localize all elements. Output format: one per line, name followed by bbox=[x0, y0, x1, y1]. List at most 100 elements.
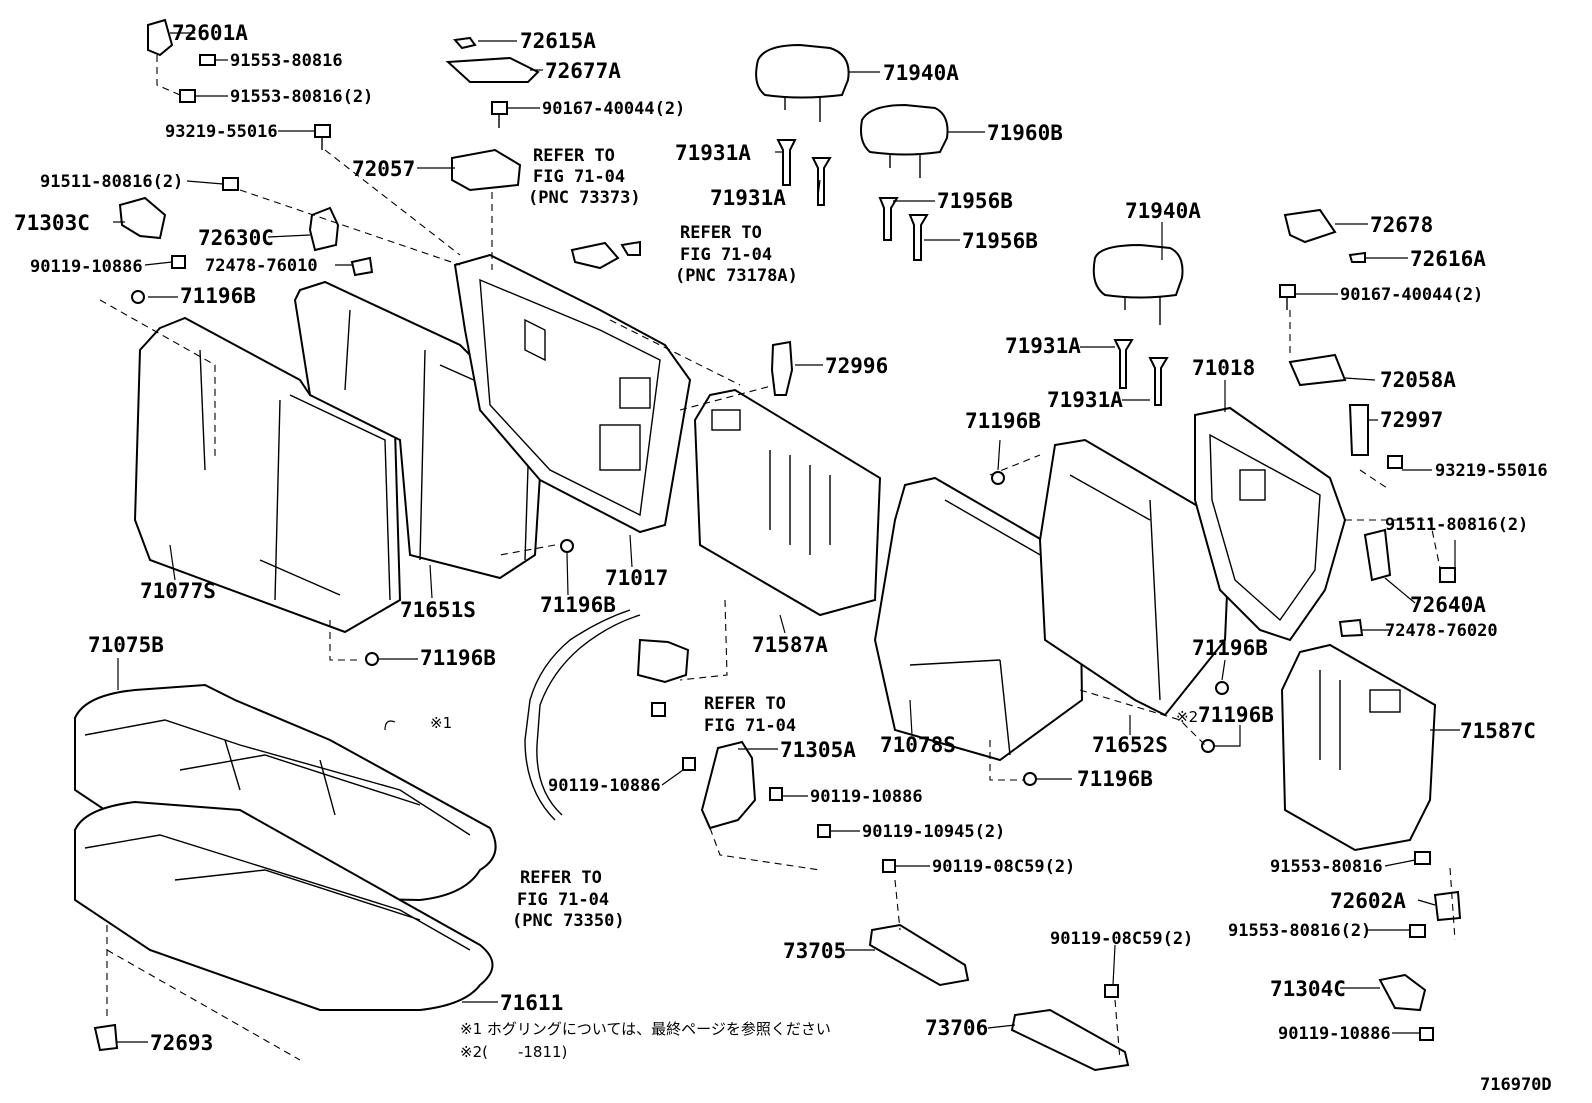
label-91553-80816: 91553-80816 bbox=[230, 51, 343, 71]
label-72057: 72057 bbox=[352, 157, 415, 181]
refer-line-9: REFER TO bbox=[520, 868, 602, 888]
refer-line-11: (PNC 73350) bbox=[512, 911, 625, 931]
label-72478-76020: 72478-76020 bbox=[1385, 621, 1498, 641]
headrest-71940a-left bbox=[755, 43, 850, 122]
hinge-72640a bbox=[1338, 528, 1456, 638]
seat-back-board-71587a bbox=[693, 388, 882, 617]
refer-line-4: REFER TO bbox=[680, 223, 762, 243]
bracket-73706 bbox=[1010, 984, 1130, 1072]
clip-72693 bbox=[93, 925, 301, 1061]
cover-72678 bbox=[1279, 208, 1403, 469]
seat-back-board-71587c bbox=[1280, 643, 1437, 852]
refer-parts bbox=[570, 240, 641, 270]
bracket-72601a bbox=[147, 18, 216, 103]
note-1: ※1 ホグリングについては、最終ページを参照ください bbox=[460, 1020, 831, 1038]
label-71940a: 71940A bbox=[883, 61, 959, 85]
label-90167-40044-2-b: 90167-40044(2) bbox=[1340, 285, 1483, 305]
label-91553-80816-2-c: 91553-80816(2) bbox=[1228, 921, 1371, 941]
label-72677a: 72677A bbox=[545, 59, 621, 83]
label-90119-10886-3: 90119-10886 bbox=[810, 787, 923, 807]
seat-back-cover-71077s bbox=[133, 316, 402, 634]
label-91553-80816-2: 91553-80816(2) bbox=[230, 87, 373, 107]
part-labels: 72601A 91553-80816 91553-80816(2) 93219-… bbox=[14, 21, 1552, 1095]
label-72693: 72693 bbox=[150, 1031, 213, 1055]
label-91511-80816-2-b: 91511-80816(2) bbox=[1385, 515, 1528, 535]
label-72997: 72997 bbox=[1380, 408, 1443, 432]
label-71611: 71611 bbox=[500, 991, 563, 1015]
leader-lines bbox=[113, 32, 1460, 1043]
label-71075b: 71075B bbox=[88, 633, 164, 657]
label-91511-80816-2: 91511-80816(2) bbox=[40, 172, 183, 192]
refer-line-6: (PNC 73178A) bbox=[675, 266, 798, 286]
label-72478-76010: 72478-76010 bbox=[205, 256, 318, 276]
label-71305a: 71305A bbox=[780, 738, 856, 762]
label-71018: 71018 bbox=[1192, 356, 1255, 380]
label-73706: 73706 bbox=[925, 1016, 988, 1040]
label-90119-10886-2: 90119-10886 bbox=[548, 776, 661, 796]
seat-belt-assembly bbox=[524, 609, 896, 873]
label-71960b: 71960B bbox=[987, 121, 1063, 145]
assembly-lines bbox=[99, 149, 1441, 1061]
label-72996: 72996 bbox=[825, 354, 888, 378]
note-2: ※2( -1811) bbox=[460, 1043, 567, 1061]
label-71931a: 71931A bbox=[675, 141, 751, 165]
diagram-code: 716970D bbox=[1480, 1075, 1552, 1095]
label-73705: 73705 bbox=[783, 939, 846, 963]
label-71017: 71017 bbox=[605, 566, 668, 590]
bracket-73705 bbox=[868, 923, 970, 987]
buckle-72996 bbox=[770, 340, 794, 396]
refer-line-2: FIG 71-04 bbox=[533, 167, 625, 187]
refer-line-5: FIG 71-04 bbox=[680, 245, 772, 265]
label-72616a: 72616A bbox=[1410, 247, 1486, 271]
label-72058a: 72058A bbox=[1380, 368, 1456, 392]
seat-back-frame-71018 bbox=[1194, 406, 1347, 642]
headrest-supports bbox=[776, 139, 1169, 406]
mark-2: ※2 bbox=[1176, 708, 1198, 726]
label-72602a: 72602A bbox=[1330, 889, 1406, 913]
refer-line-1: REFER TO bbox=[533, 146, 615, 166]
label-71931a-2: 71931A bbox=[710, 186, 786, 210]
seat-back-pad-71651s bbox=[293, 280, 547, 580]
hinge-71304c bbox=[1378, 973, 1434, 1041]
label-71931a-4: 71931A bbox=[1047, 388, 1123, 412]
label-71652s: 71652S bbox=[1092, 733, 1168, 757]
seat-back-pad-71652s bbox=[1038, 438, 1232, 717]
label-93219-55016-b: 93219-55016 bbox=[1435, 461, 1548, 481]
label-72615a: 72615A bbox=[520, 29, 596, 53]
headrest-71960b bbox=[860, 103, 949, 178]
label-71956b-2: 71956B bbox=[962, 229, 1038, 253]
label-71196b-4: 71196B bbox=[965, 409, 1041, 433]
label-71196b-7: 71196B bbox=[1077, 767, 1153, 791]
refer-line-7: REFER TO bbox=[704, 694, 786, 714]
hinge-72630c bbox=[308, 206, 374, 277]
bracket-72602a bbox=[1409, 851, 1462, 941]
seat-cushion-pad-71611 bbox=[74, 800, 494, 1011]
label-71587a: 71587A bbox=[752, 633, 828, 657]
seat-back-frame-71017 bbox=[453, 253, 692, 534]
label-71931a-3: 71931A bbox=[1005, 334, 1081, 358]
label-71196b-6: 71196B bbox=[1198, 703, 1274, 727]
label-71940a-2: 71940A bbox=[1125, 199, 1201, 223]
label-71587c: 71587C bbox=[1460, 719, 1536, 743]
label-71077s: 71077S bbox=[140, 579, 216, 603]
cover-72677a bbox=[445, 36, 540, 270]
label-71303c: 71303C bbox=[14, 211, 90, 235]
refer-line-3: (PNC 73373) bbox=[528, 188, 641, 208]
label-93219-55016: 93219-55016 bbox=[165, 122, 278, 142]
label-90119-08c59-2-b: 90119-08C59(2) bbox=[1050, 929, 1193, 949]
refer-line-10: FIG 71-04 bbox=[517, 890, 609, 910]
label-72678: 72678 bbox=[1370, 213, 1433, 237]
label-71651s: 71651S bbox=[400, 598, 476, 622]
label-90119-10886-4: 90119-10886 bbox=[1278, 1024, 1391, 1044]
headrest-71940a-right bbox=[1092, 243, 1184, 325]
label-71196b: 71196B bbox=[180, 284, 256, 308]
label-71304c: 71304C bbox=[1270, 977, 1346, 1001]
hog-rings bbox=[131, 290, 1229, 786]
label-71196b-2: 71196B bbox=[540, 593, 616, 617]
label-72640a: 72640A bbox=[1410, 593, 1486, 617]
label-72630c: 72630C bbox=[198, 226, 274, 250]
label-90119-10886: 90119-10886 bbox=[30, 257, 143, 277]
label-71078s: 71078S bbox=[880, 733, 956, 757]
label-91553-80816-b: 91553-80816 bbox=[1270, 857, 1383, 877]
